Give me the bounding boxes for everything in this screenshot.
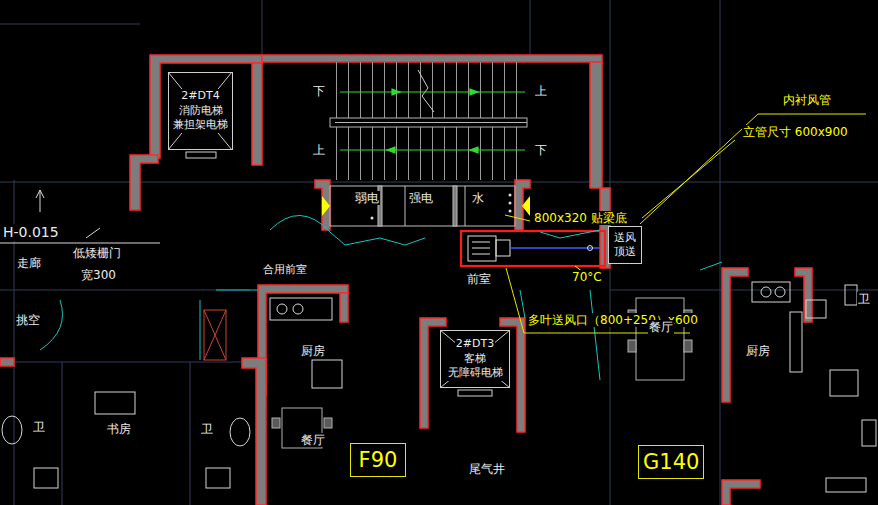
room-name: 走廊 [16, 256, 42, 270]
elevator-shaft: 2#DT4消防电梯兼担架电梯 [168, 72, 233, 150]
room-name: 强电 [408, 191, 434, 205]
annotation: 内衬风管 [782, 93, 832, 107]
stair-direction: 上 [534, 84, 548, 98]
node-text: 消防电梯 [178, 104, 224, 119]
annotation: 宽300 [80, 268, 117, 282]
elevator-shaft: 2#DT3客梯无障碍电梯 [440, 330, 510, 388]
room-name: 卫 [32, 420, 46, 434]
room-name: 书房 [106, 422, 132, 436]
unit-tag: F90 [350, 443, 406, 477]
annotation: 800x320 贴梁底 [533, 211, 628, 225]
room-name: 水 [471, 191, 485, 205]
node-text: 兼担架电梯 [172, 118, 229, 133]
node-text: 客梯 [463, 352, 487, 367]
node-title: 2#DT4 [180, 89, 220, 104]
level-mark: H-0.015 [2, 224, 60, 241]
room-name: 挑空 [15, 313, 41, 327]
node-title: 2#DT3 [455, 337, 495, 352]
annotation: 低矮栅门 [72, 246, 122, 260]
room-name: 餐厅 [648, 320, 674, 334]
room-name: 卫 [200, 422, 214, 436]
node-title: F90 [358, 446, 399, 474]
annotation: 立管尺寸 600x900 [742, 125, 849, 139]
room-name: 尾气井 [468, 462, 506, 476]
room-name: 厨房 [300, 344, 326, 358]
annotation: 70°C [571, 270, 603, 284]
room-name: 合用前室 [262, 263, 308, 276]
air-supply-box: 送风 顶送 [608, 226, 642, 264]
stair-direction: 上 [312, 143, 326, 157]
node-title: G140 [642, 448, 700, 476]
room-name: 厨房 [745, 344, 771, 358]
room-name: 卫 [857, 292, 871, 306]
unit-tag: G140 [638, 445, 704, 479]
stair-direction: 下 [312, 84, 326, 98]
room-name: 前室 [466, 272, 492, 286]
node-text: 无障碍电梯 [447, 366, 504, 381]
room-name: 弱电 [354, 191, 380, 205]
node-title: 送风 顶送 [612, 231, 638, 259]
room-name: 餐厅 [300, 433, 326, 447]
stair-direction: 下 [534, 143, 548, 157]
